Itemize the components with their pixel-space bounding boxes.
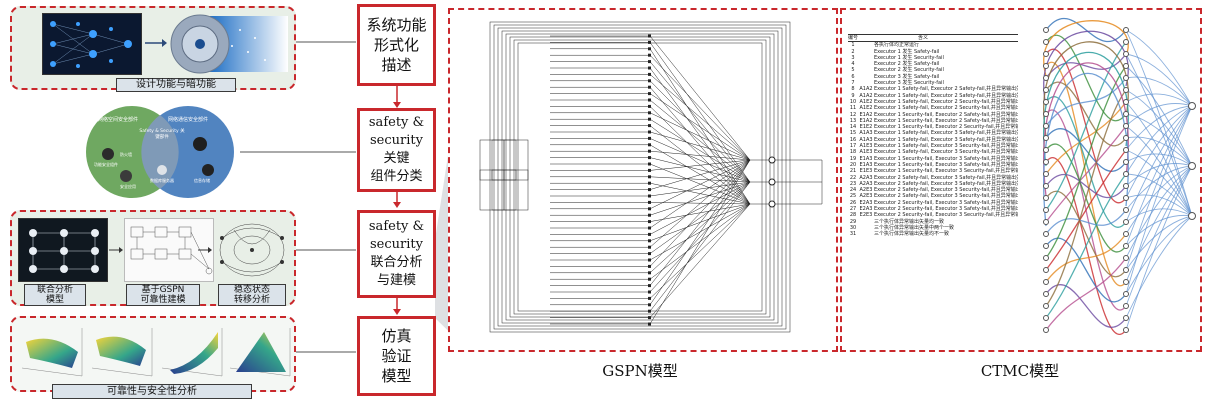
venn-left-title: 网络空间安全部件 <box>98 116 138 123</box>
step2-line2: security <box>369 132 424 150</box>
step2-line1: safety & <box>369 114 424 132</box>
step-joint-analysis: safety &security联合分析与建模 <box>357 210 436 298</box>
step2-line4: 组件分类 <box>369 168 424 186</box>
ctmc-caption: CTMC模型 <box>940 360 1100 381</box>
step3-line4: 与建模 <box>369 272 424 290</box>
step2-line3: 关键 <box>369 150 424 168</box>
table-cell-code: E2E3 <box>858 212 874 218</box>
table-body: 1各执行体均正常运行2Executor 1 发生 Safety-fail3Exe… <box>848 42 1018 237</box>
component-venn-panel: 网络空间安全部件 网络通信安全部件 Safety & Security 关键部件… <box>80 104 240 200</box>
network-diagram-graphic <box>43 14 143 76</box>
step-simulation-validation: 仿真验证模型 <box>357 316 436 396</box>
gspn-caption: GSPN模型 <box>560 360 720 381</box>
arrow-right-icon <box>145 38 167 48</box>
table-cell-id: 31 <box>848 231 858 237</box>
step4-line1: 仿真 <box>381 326 411 346</box>
modeling-arrow-1 <box>109 246 123 254</box>
modeling-panel: 联合分析 模型 基于GSPN 可靠性建模 稳态状态 转移分析 <box>10 210 296 306</box>
step4-line3: 模型 <box>381 366 411 386</box>
simulation-label: 可靠性与安全性分析 <box>52 384 252 399</box>
table-header-id: 编号 <box>848 35 868 41</box>
step1-line1: 系统功能 <box>366 15 426 35</box>
table-header-meaning: 含义 <box>868 35 928 41</box>
gspn-model-label: 基于GSPN 可靠性建模 <box>126 284 200 306</box>
venn-right-title: 网络通信安全部件 <box>168 116 208 123</box>
step4-line2: 验证 <box>381 346 411 366</box>
gspn-model-graphic <box>450 10 836 350</box>
step3-line2: security <box>369 236 424 254</box>
venn-item-4: 信息存储 <box>194 178 210 184</box>
step1-line2: 形式化 <box>366 35 426 55</box>
simulation-plots <box>12 318 298 378</box>
venn-item-0: 功能安全组件 <box>94 162 118 168</box>
steady-state-label: 稳态状态 转移分析 <box>218 284 286 306</box>
simulation-panel: 可靠性与安全性分析 <box>10 316 296 392</box>
joint-model-label: 联合分析 模型 <box>24 284 86 306</box>
table-row: 31 三个执行体异常输出矢量均不一致 <box>848 231 1018 237</box>
steady-state-image <box>212 218 292 282</box>
design-label: 设计功能与暗功能 <box>116 78 236 92</box>
step-component-classification: safety &security关键组件分类 <box>357 108 436 192</box>
gspn-panel <box>448 8 838 352</box>
hidden-function-image <box>170 12 288 76</box>
step3-line3: 联合分析 <box>369 254 424 272</box>
ctmc-state-table: 编号含义 1各执行体均正常运行2Executor 1 发生 Safety-fai… <box>848 34 1018 344</box>
network-diagram-image <box>42 13 142 75</box>
joint-model-image <box>18 218 108 282</box>
venn-item-2: 安全应用 <box>120 184 136 190</box>
venn-overlap-title: Safety & Security 关键部件 <box>138 128 186 140</box>
table-cell-text: 三个执行体异常输出矢量均不一致 <box>874 231 949 237</box>
step1-line3: 描述 <box>366 55 426 75</box>
modeling-arrow-2 <box>198 246 212 254</box>
ctmc-graph <box>1022 16 1202 346</box>
step3-line1: safety & <box>369 218 424 236</box>
design-panel: 设计功能与暗功能 <box>10 6 296 90</box>
venn-item-3: 数据库服务器 <box>150 178 174 184</box>
venn-item-1: 防火墙 <box>120 152 132 158</box>
step-formal-description: 系统功能形式化描述 <box>357 4 436 86</box>
